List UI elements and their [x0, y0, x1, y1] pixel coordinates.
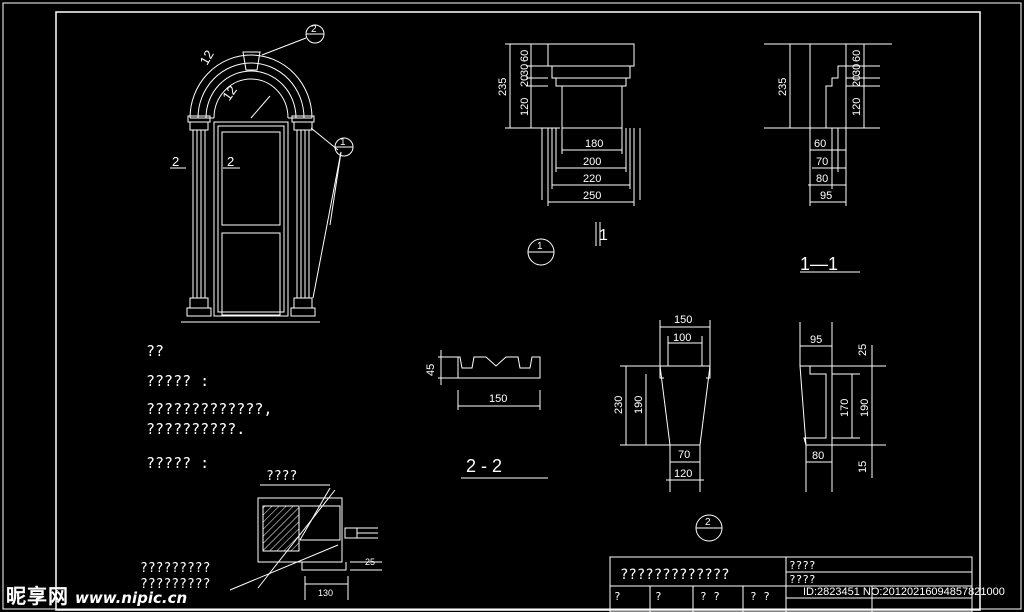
- watermark-id: ID:2823451 NO:20120216094857821000: [803, 586, 1005, 598]
- dim-80-h: 80: [816, 173, 828, 185]
- arch-label: 12: [197, 48, 217, 68]
- dim-150-b: 150: [674, 314, 692, 326]
- title-block-bottom-3: ? ?: [700, 590, 720, 603]
- dim-250: 250: [583, 190, 601, 202]
- keystone-callout: 2: [705, 517, 711, 528]
- dim-80: 80: [812, 450, 824, 462]
- dim-220: 220: [583, 173, 601, 185]
- section-1-profile: [505, 43, 641, 266]
- title-block-cell-2: ????: [789, 573, 816, 586]
- detail-label-top: ????: [266, 469, 297, 484]
- section-1-callout: 1: [537, 241, 543, 252]
- title-block-bottom-1: ?: [614, 590, 621, 603]
- dim-235-b: 235: [777, 78, 789, 96]
- dim-20: 20: [519, 75, 531, 87]
- section-1-1-profile: [764, 43, 892, 273]
- title-block: [609, 556, 973, 612]
- section-1-horizontal-dims: 180 200 220 250: [583, 138, 603, 202]
- door-callout-side: 1: [340, 137, 346, 148]
- dim-120-b: 120: [851, 98, 863, 116]
- notes: ?? ????? : ?????????????, ??????????. ??…: [146, 342, 272, 472]
- title-block-cell-1: ????: [789, 559, 816, 572]
- dim-200: 200: [583, 156, 601, 168]
- dim-100: 100: [673, 332, 691, 344]
- dim-15: 15: [857, 461, 869, 473]
- keystone-front: [620, 320, 723, 542]
- dim-60-b: 60: [851, 50, 863, 62]
- dim-25-a: 25: [857, 344, 869, 356]
- door-callout-top: 2: [311, 24, 317, 35]
- door-side-label-left: 2: [172, 154, 179, 169]
- dim-20-b: 20: [851, 75, 863, 87]
- section-2-2-title: 2 - 2: [466, 456, 502, 476]
- detail-label-left-2: ?????????: [140, 577, 210, 592]
- watermark-logo: 昵享网 www.nipic.cn: [6, 580, 187, 609]
- dim-60: 60: [519, 50, 531, 62]
- dim-235: 235: [497, 78, 509, 96]
- dim-60-h: 60: [814, 138, 826, 150]
- detail-label-left-1: ?????????: [140, 561, 210, 576]
- detail-section: [229, 484, 382, 600]
- arch-label-inner: 12: [219, 83, 240, 103]
- section-1-1-title: 1—1: [800, 254, 838, 274]
- dim-45: 45: [425, 364, 437, 376]
- title-block-bottom-4: ? ?: [750, 590, 770, 603]
- dim-150-a: 150: [489, 393, 507, 405]
- dim-170: 170: [839, 399, 851, 417]
- title-block-main: ?????????????: [620, 567, 730, 583]
- dim-70: 70: [678, 449, 690, 461]
- dim-180: 180: [585, 138, 603, 150]
- section-1-1-dims: 235 60 30 20 120 60 70 80 95: [777, 50, 863, 202]
- dim-70-h: 70: [816, 156, 828, 168]
- notes-line-1: ????? :: [146, 372, 209, 390]
- dim-190-a: 190: [633, 396, 645, 414]
- dim-25-b: 25: [365, 557, 375, 567]
- watermark-url: www.nipic.cn: [75, 589, 188, 607]
- notes-heading: ??: [146, 342, 164, 360]
- section-1-label: 1: [599, 227, 608, 244]
- dim-30: 30: [519, 64, 531, 76]
- section-1-vertical-dims: 235 60 30 20 120: [497, 50, 531, 116]
- dim-30-b: 30: [851, 64, 863, 76]
- section-2-2-profile: [438, 350, 548, 479]
- notes-line-2: ?????????????,: [146, 400, 272, 418]
- dim-95: 95: [810, 334, 822, 346]
- dim-120-c: 120: [674, 468, 692, 480]
- dim-120: 120: [519, 98, 531, 116]
- dim-95-h: 95: [820, 190, 832, 202]
- notes-line-4: ????? :: [146, 454, 209, 472]
- door-side-label-center: 2: [227, 154, 234, 169]
- dim-190-b: 190: [859, 399, 871, 417]
- watermark-brand: 昵享网: [6, 584, 69, 608]
- door-elevation: [170, 24, 354, 323]
- notes-line-3: ??????????.: [146, 420, 245, 438]
- dim-230: 230: [613, 396, 625, 414]
- dim-130: 130: [318, 588, 333, 598]
- keystone-side: [799, 322, 886, 492]
- title-block-bottom-2: ?: [655, 590, 662, 603]
